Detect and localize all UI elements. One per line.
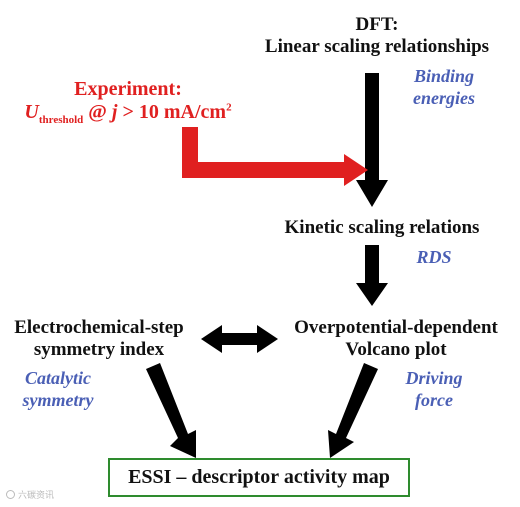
- overpotential-line1: Overpotential-dependent: [294, 317, 498, 338]
- watermark-icon: [6, 490, 15, 499]
- arrow-electro-to-essi: [146, 363, 196, 458]
- dft-subtitle: Linear scaling relationships: [264, 35, 490, 57]
- at-symbol: @: [83, 101, 112, 123]
- experiment-condition: Uthreshold @ j > 10 mA/cm2: [8, 101, 248, 127]
- electrochemical-node: Electrochemical-step symmetry index: [0, 317, 198, 361]
- cm-superscript: 2: [226, 101, 232, 114]
- arrow-kinetic-to-volcano: [356, 245, 388, 306]
- u-symbol: U: [24, 101, 39, 123]
- dft-node: DFT: Linear scaling relationships: [256, 14, 498, 58]
- binding-line: Binding: [413, 66, 475, 86]
- symmetry-line: symmetry: [22, 389, 94, 410]
- j-symbol: j: [111, 101, 118, 123]
- u-subscript: threshold: [38, 114, 84, 126]
- watermark-text: 六碳资讯: [18, 491, 55, 501]
- kinetic-node: Kinetic scaling relations: [284, 217, 480, 238]
- overpotential-node: Overpotential-dependent Volcano plot: [278, 317, 514, 361]
- current-density: > 10 mA/cm: [117, 101, 227, 123]
- essi-label: ESSI – descriptor activity map: [128, 466, 390, 488]
- electro-line1: Electrochemical-step: [14, 317, 184, 338]
- arrow-double-headed: [201, 325, 278, 353]
- experiment-node: Experiment: Uthreshold @ j > 10 mA/cm2: [8, 78, 248, 127]
- binding-energies-note: Binding energies: [404, 66, 484, 109]
- watermark: 六碳资讯: [6, 488, 54, 501]
- catalytic-line: Catalytic: [25, 368, 91, 388]
- catalytic-symmetry-note: Catalytic symmetry: [12, 368, 104, 411]
- arrow-experiment-to-main: [182, 127, 368, 186]
- experiment-title: Experiment:: [74, 78, 182, 100]
- overpotential-line2: Volcano plot: [345, 338, 447, 360]
- arrow-volcano-to-essi: [328, 363, 378, 458]
- force-line: force: [415, 389, 453, 410]
- arrow-dft-to-kinetic: [356, 73, 388, 207]
- essi-box: ESSI – descriptor activity map: [108, 458, 410, 497]
- driving-line: Driving: [405, 368, 463, 388]
- electro-line2: symmetry index: [33, 338, 165, 360]
- dft-title: DFT:: [355, 14, 399, 35]
- driving-force-note: Driving force: [394, 368, 474, 411]
- rds-note: RDS: [416, 247, 452, 267]
- energies-line: energies: [413, 87, 475, 108]
